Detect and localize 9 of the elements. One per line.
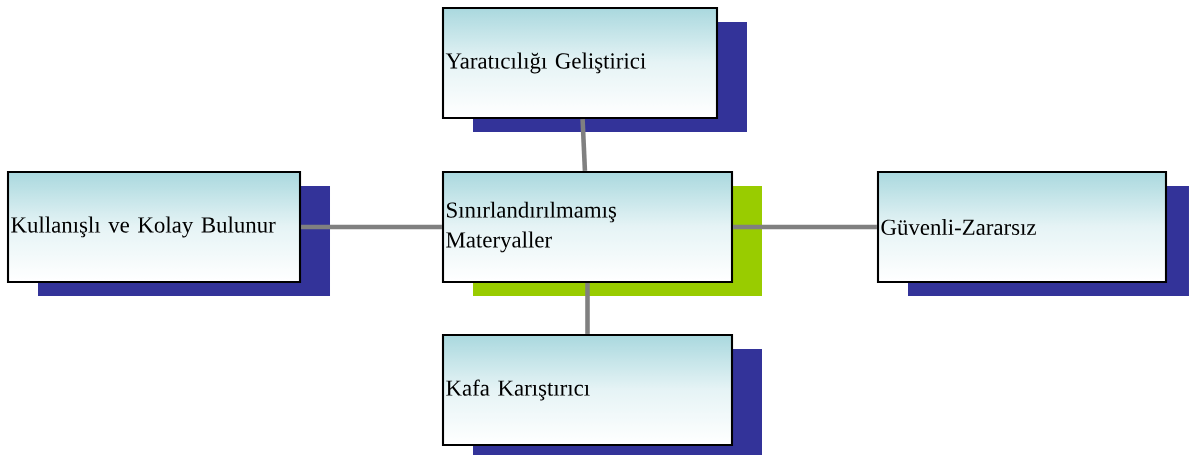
- connector-line: [733, 224, 877, 230]
- connector-line: [585, 283, 590, 334]
- process-box: Güvenli-Zararsız: [876, 170, 1189, 296]
- process-box: Kullanışlı ve Kolay Bulunur: [6, 170, 330, 296]
- process-box: Yaratıcılığı Geliştirici: [441, 6, 747, 132]
- connector-line: [580, 118, 588, 172]
- connector-line: [301, 224, 442, 230]
- process-box: Sınırlandırılmamış Materyaller: [441, 170, 762, 296]
- process-box: Kafa Karıştırıcı: [441, 333, 762, 455]
